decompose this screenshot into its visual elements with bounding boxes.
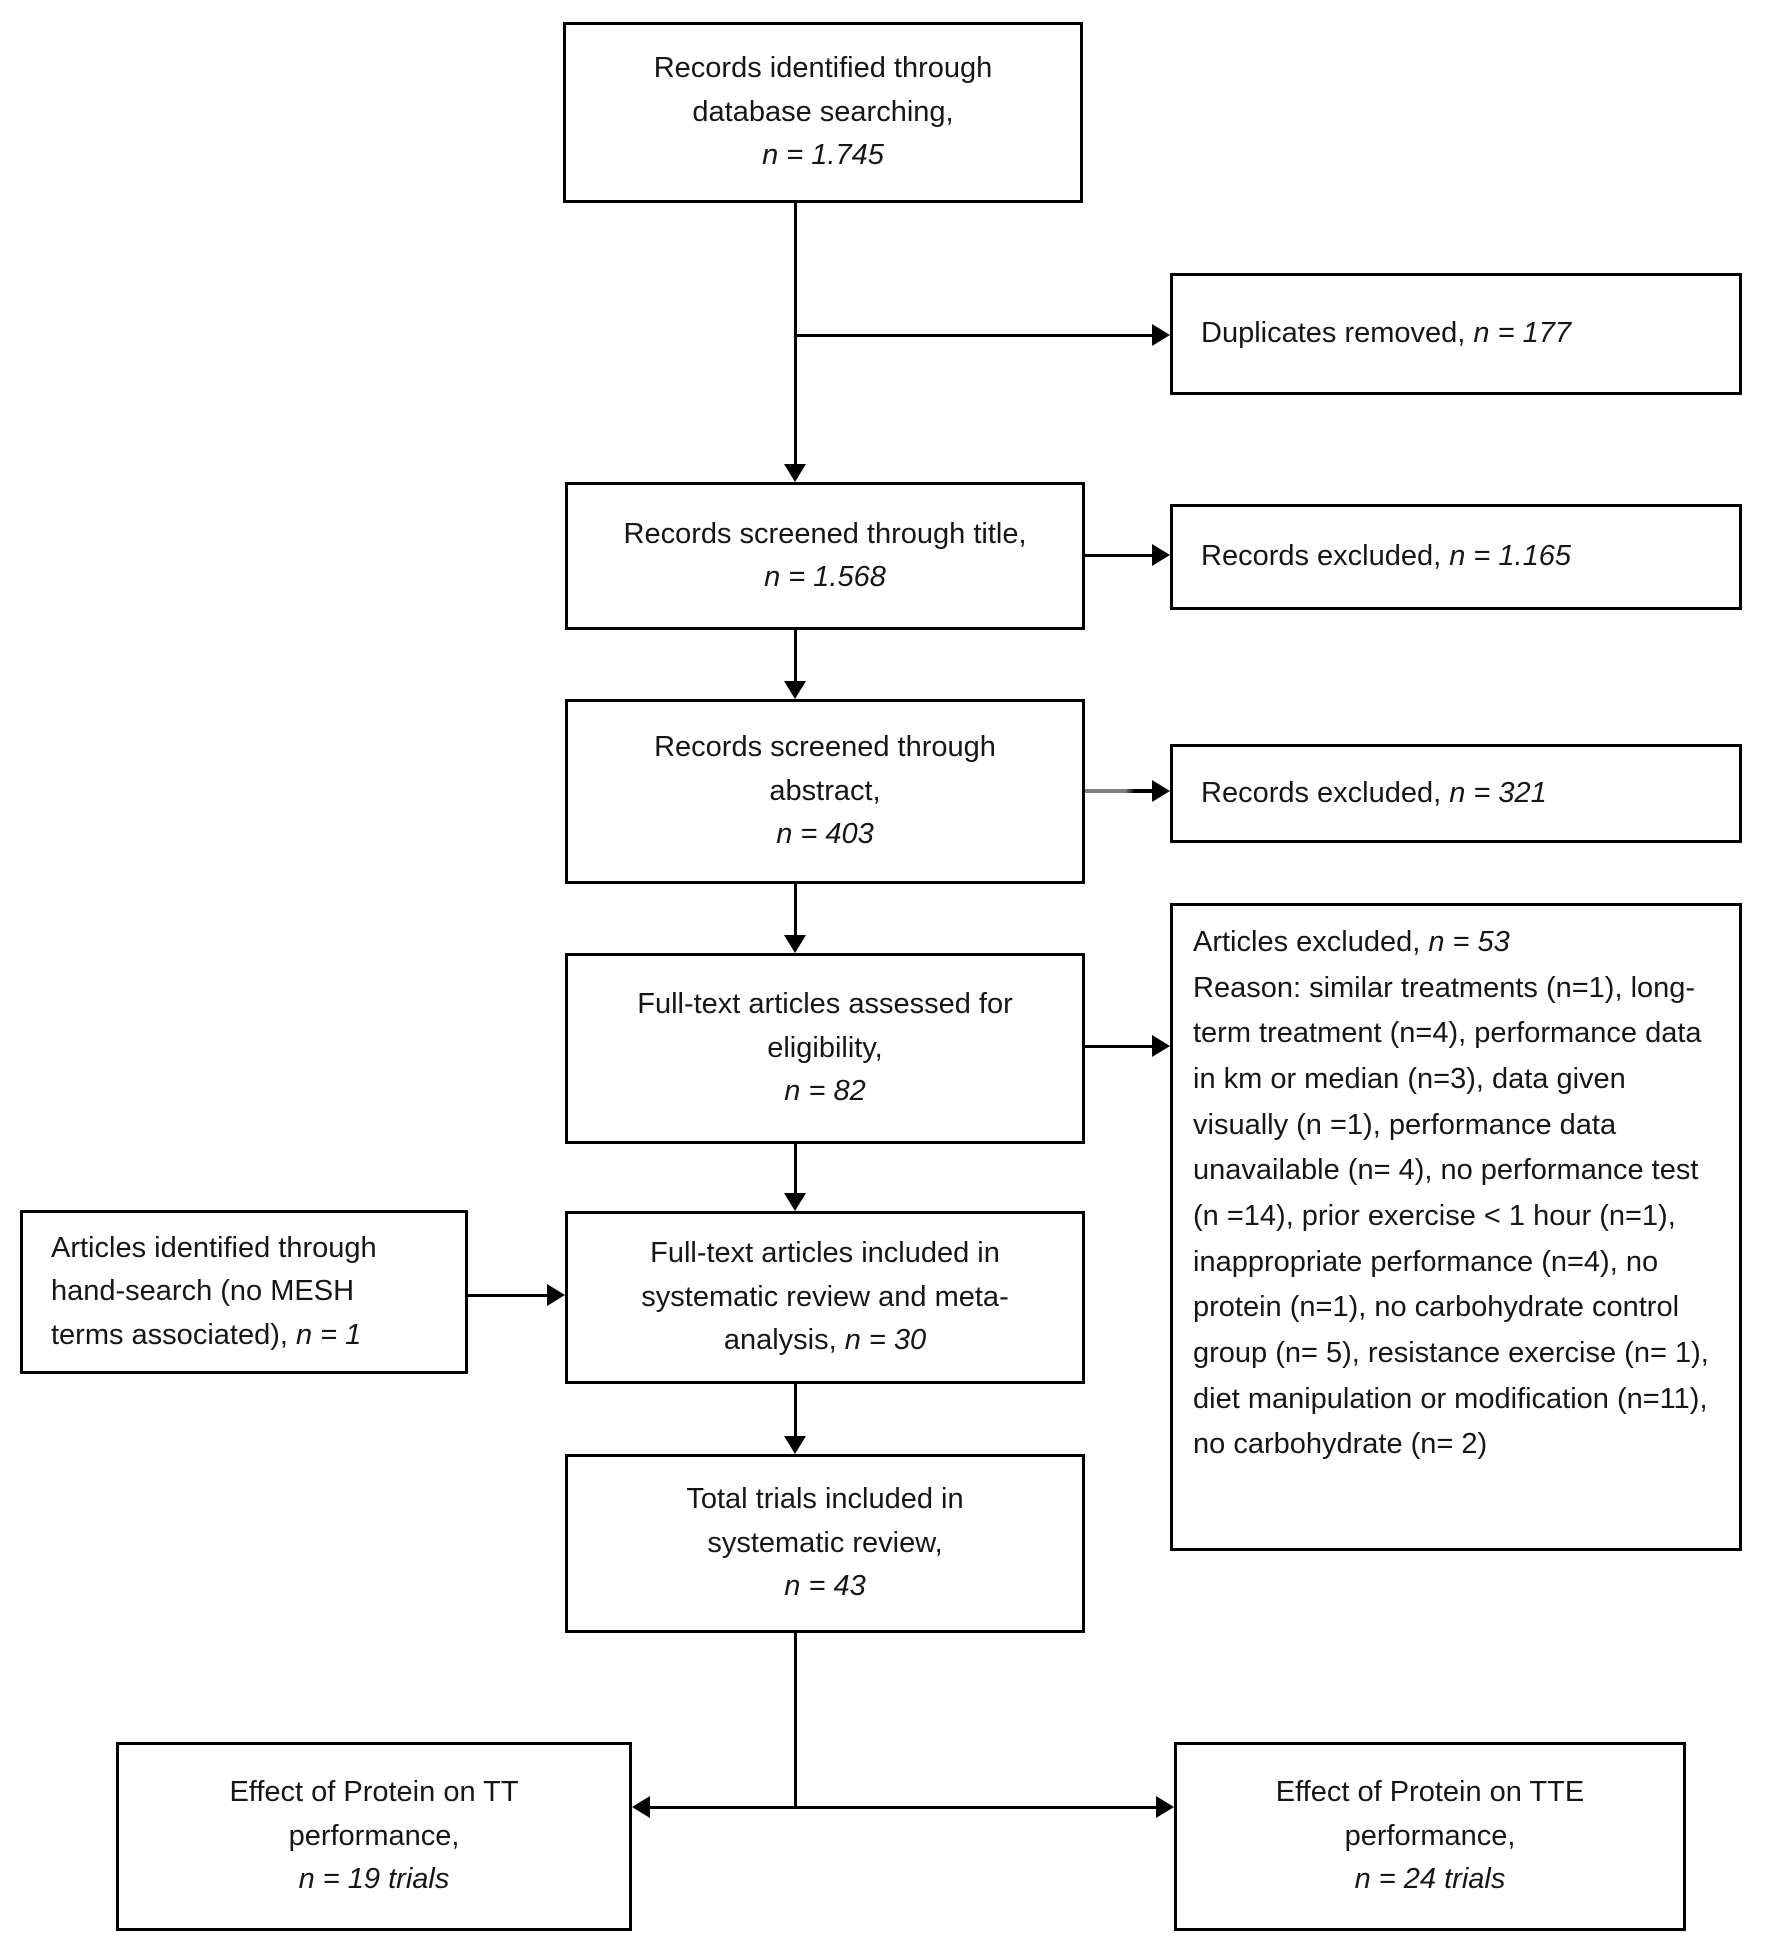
connector-included-to-total	[794, 1384, 797, 1436]
box-hand-search: Articles identified through hand-search …	[20, 1210, 468, 1374]
connector-fulltext-to-included	[794, 1144, 797, 1195]
box-fulltext-assessed: Full-text articles assessed for eligibil…	[565, 953, 1085, 1144]
box-duplicates-removed: Duplicates removed, n = 177	[1170, 273, 1742, 395]
box-effect-tte: Effect of Protein on TTE performance, n …	[1174, 1742, 1686, 1931]
arrowhead-down-icon	[784, 935, 806, 953]
box-records-screened-abstract: Records screened through abstract, n = 4…	[565, 699, 1085, 884]
box-records-excluded-title: Records excluded, n = 1.165	[1170, 504, 1742, 610]
box-count: n = 30	[844, 1324, 927, 1357]
connector-total-to-split	[794, 1633, 797, 1809]
box-count: n = 43	[784, 1570, 866, 1603]
box-text-line: Records identified through	[653, 52, 993, 85]
connector-abstract-to-fulltext	[794, 884, 797, 937]
arrowhead-right-icon	[1152, 324, 1170, 346]
box-articles-excluded-reasons: Articles excluded, n = 53 Reason: simila…	[1170, 903, 1742, 1551]
box-count: n = 1.568	[764, 561, 886, 593]
box-text-line: Duplicates removed, n = 177	[1201, 317, 1571, 350]
box-text-line: analysis, n = 30	[723, 1324, 927, 1357]
box-text-line: performance,	[288, 1819, 460, 1852]
arrowhead-right-icon	[1152, 780, 1170, 802]
arrowhead-left-icon	[632, 1796, 650, 1818]
arrowhead-down-icon	[784, 1436, 806, 1454]
box-text-line: Full-text articles assessed for	[637, 988, 1013, 1021]
box-text-line: abstract,	[769, 774, 881, 807]
box-count: n = 1.165	[1449, 540, 1571, 573]
connector-to-excluded-abstract	[1085, 789, 1154, 793]
box-text-line: Records excluded, n = 1.165	[1201, 540, 1571, 573]
box-effect-tt: Effect of Protein on TT performance, n =…	[116, 1742, 632, 1931]
box-text-line: systematic review and meta-	[641, 1280, 1009, 1313]
arrowhead-right-icon	[1156, 1796, 1174, 1818]
box-text-line: Total trials included in	[686, 1483, 964, 1516]
box-text-line: Full-text articles included in	[650, 1237, 1000, 1270]
box-text-line: Articles identified through	[51, 1231, 377, 1264]
exclusion-reasons-text: Reason: similar treatments (n=1), long-t…	[1193, 971, 1709, 1461]
arrowhead-down-icon	[784, 681, 806, 699]
box-text-line: Records screened through title,	[623, 517, 1027, 550]
box-count: n = 24 trials	[1354, 1863, 1506, 1896]
box-text-line: performance,	[1344, 1819, 1516, 1852]
box-count: n = 177	[1473, 317, 1571, 350]
box-count: n = 82	[784, 1075, 866, 1108]
connector-handsearch-to-included	[468, 1294, 548, 1297]
box-text-line: Records screened through	[654, 731, 996, 764]
box-text-line: database searching,	[692, 95, 954, 128]
box-text-line: eligibility,	[767, 1031, 883, 1064]
box-text-line: Effect of Protein on TTE	[1275, 1776, 1585, 1809]
box-count: n = 1	[295, 1318, 362, 1351]
box-text-line: Articles excluded, n = 53	[1193, 926, 1510, 958]
arrowhead-down-icon	[784, 1193, 806, 1211]
connector-to-duplicates	[794, 334, 1154, 337]
box-fulltext-included: Full-text articles included in systemati…	[565, 1211, 1085, 1384]
connector-to-articles-excluded	[1085, 1045, 1154, 1048]
box-text-line: terms associated), n = 1	[51, 1318, 362, 1351]
connector-split-horizontal	[650, 1806, 1158, 1809]
arrowhead-right-icon	[1152, 1035, 1170, 1057]
box-count: n = 19 trials	[298, 1863, 450, 1896]
box-text-line: Effect of Protein on TT	[229, 1776, 519, 1809]
box-count: n = 403	[776, 818, 874, 851]
box-count: n = 1.745	[762, 139, 884, 172]
arrowhead-right-icon	[547, 1284, 565, 1306]
arrowhead-down-icon	[784, 464, 806, 482]
connector-title-to-abstract	[794, 630, 797, 683]
box-records-excluded-abstract: Records excluded, n = 321	[1170, 744, 1742, 843]
box-text-line: systematic review,	[707, 1526, 943, 1559]
box-text-line: Records excluded, n = 321	[1201, 776, 1547, 809]
box-count: n = 321	[1449, 776, 1547, 809]
arrowhead-right-icon	[1152, 544, 1170, 566]
box-records-screened-title: Records screened through title, n = 1.56…	[565, 482, 1085, 630]
box-records-identified: Records identified through database sear…	[563, 22, 1083, 203]
connector-to-excluded-title	[1085, 554, 1154, 557]
box-count: n = 53	[1428, 926, 1510, 958]
box-total-trials: Total trials included in systematic revi…	[565, 1454, 1085, 1633]
box-text-line: hand-search (no MESH	[51, 1275, 355, 1308]
